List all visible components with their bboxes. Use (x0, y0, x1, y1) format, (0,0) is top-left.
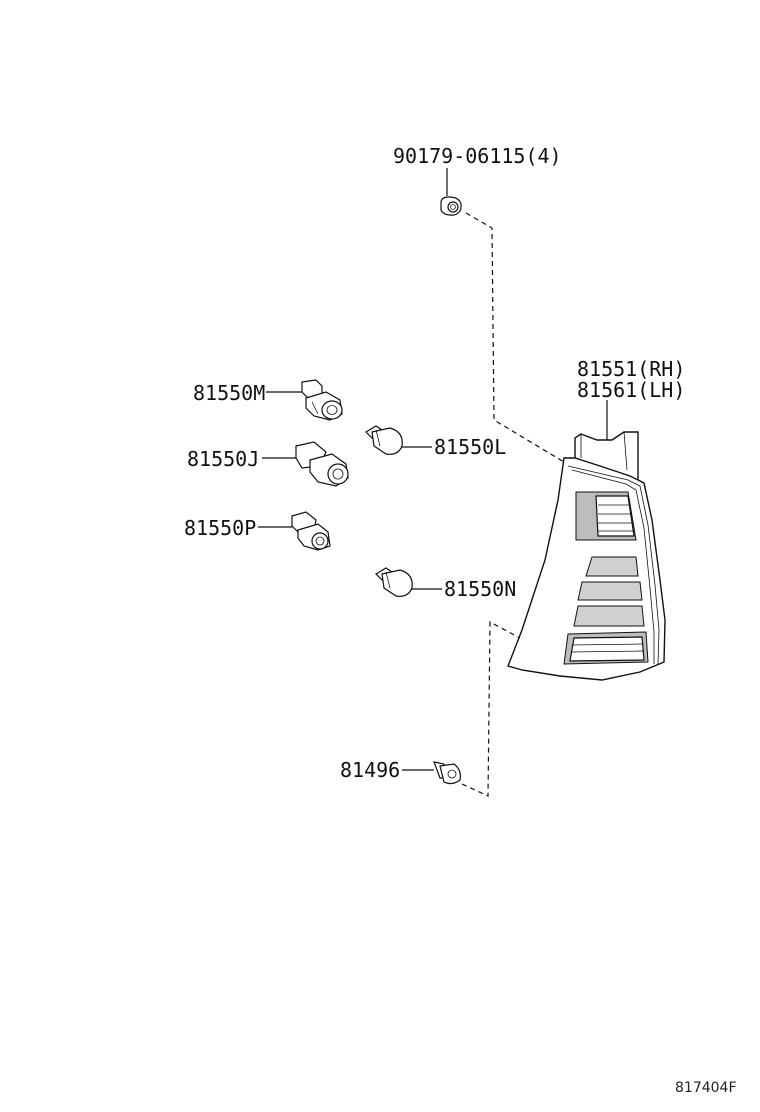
label-clip: 90179-06115(4) (393, 144, 562, 168)
socket-j-part (295, 441, 349, 487)
label-socket-m: 81550M (193, 381, 265, 405)
bulb-l-part (365, 425, 403, 455)
label-screw: 81496 (340, 758, 400, 782)
label-bulb-n: 81550N (444, 577, 516, 601)
screw-part (433, 761, 461, 785)
bulb-n-part (375, 567, 413, 597)
label-bulb-l: 81550L (434, 435, 506, 459)
label-lamp-rh: 81551(RH) (577, 357, 685, 381)
diagram-code: 817404F (675, 1080, 737, 1096)
socket-m-part (301, 379, 343, 421)
label-socket-p: 81550P (184, 516, 256, 540)
clip-leader-dashed (465, 212, 565, 463)
screw-leader-dashed (461, 621, 521, 797)
label-socket-j: 81550J (187, 447, 259, 471)
label-lamp-lh: 81561(LH) (577, 378, 685, 402)
socket-p-part (291, 511, 331, 551)
tail-lamp-assembly (507, 431, 666, 681)
clip-part (440, 168, 462, 216)
